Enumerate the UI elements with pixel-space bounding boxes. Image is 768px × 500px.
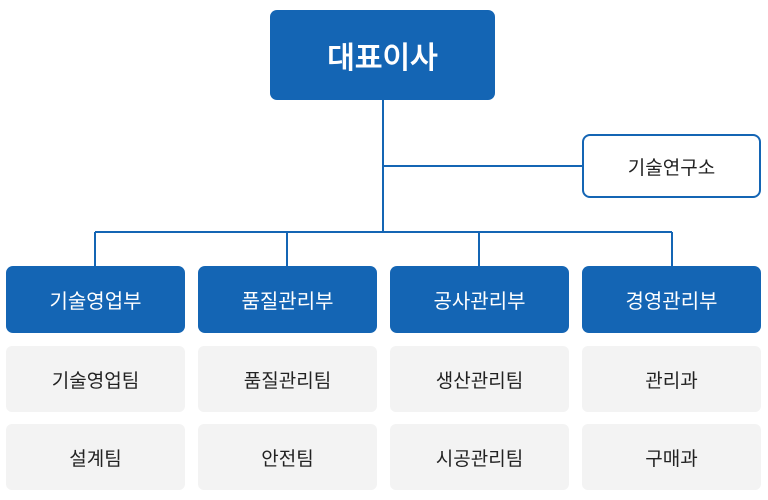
team-safety: 안전팀 [198, 424, 377, 490]
dept-construction-management: 공사관리부 [390, 266, 569, 333]
dept-technical-sales: 기술영업부 [6, 266, 185, 333]
team-construction-management: 시공관리팀 [390, 424, 569, 490]
team-production-management: 생산관리팀 [390, 346, 569, 412]
ceo-box: 대표이사 [270, 10, 495, 100]
team-administration: 관리과 [582, 346, 761, 412]
team-technical-sales: 기술영업팀 [6, 346, 185, 412]
dept-quality-management: 품질관리부 [198, 266, 377, 333]
team-purchasing: 구매과 [582, 424, 761, 490]
dept-business-management: 경영관리부 [582, 266, 761, 333]
team-design: 설계팀 [6, 424, 185, 490]
team-quality-management: 품질관리팀 [198, 346, 377, 412]
research-lab-box: 기술연구소 [582, 134, 761, 198]
